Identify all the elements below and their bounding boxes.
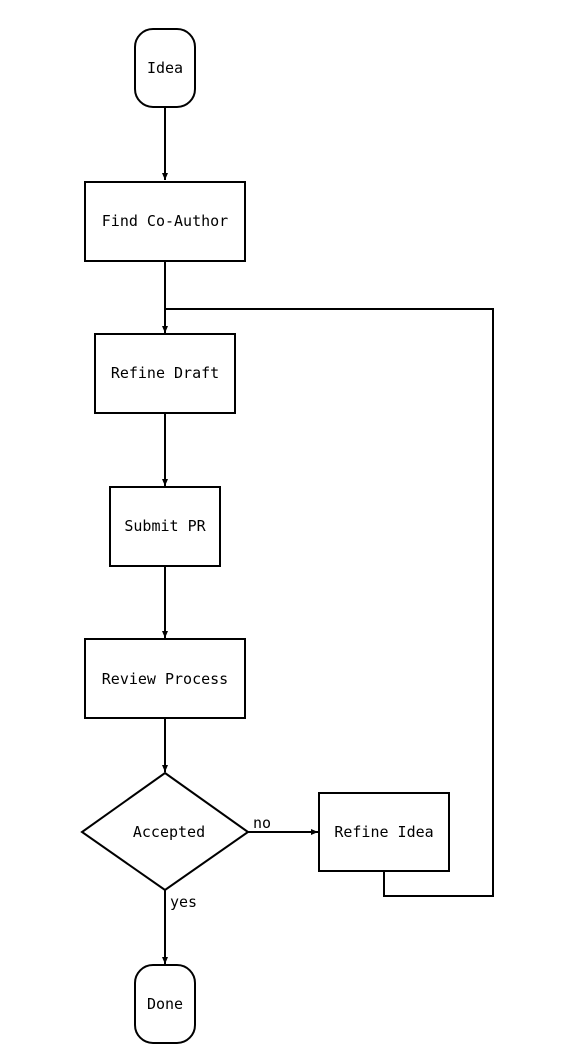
node-accepted: Accepted — [80, 771, 250, 892]
node-refine-draft: Refine Draft — [94, 333, 236, 414]
terminal-shape — [134, 964, 196, 1044]
process-shape — [318, 792, 450, 872]
node-done-label: Done — [147, 995, 183, 1013]
process-shape — [84, 638, 246, 719]
node-idea-label: Idea — [147, 59, 183, 77]
process-shape — [109, 486, 221, 567]
node-review-process-label: Review Process — [102, 670, 228, 688]
node-refine-idea-label: Refine Idea — [334, 823, 433, 841]
edge-label-no: no — [253, 814, 271, 832]
node-review-process: Review Process — [84, 638, 246, 719]
node-refine-draft-label: Refine Draft — [111, 364, 219, 382]
node-find-coauthor-label: Find Co-Author — [102, 212, 228, 230]
node-done: Done — [134, 964, 196, 1044]
decision-shape — [80, 771, 250, 892]
node-submit-pr-label: Submit PR — [124, 517, 206, 535]
node-refine-idea: Refine Idea — [318, 792, 450, 872]
edges — [162, 107, 494, 964]
node-submit-pr: Submit PR — [109, 486, 221, 567]
process-shape — [84, 181, 246, 262]
edge-refine-idea-loop-back — [165, 308, 494, 897]
node-accepted-label: Accepted — [133, 823, 205, 841]
process-shape — [94, 333, 236, 414]
edge-label-yes: yes — [170, 893, 197, 911]
node-find-coauthor: Find Co-Author — [84, 181, 246, 262]
terminal-shape — [134, 28, 196, 108]
node-idea: Idea — [134, 28, 196, 108]
